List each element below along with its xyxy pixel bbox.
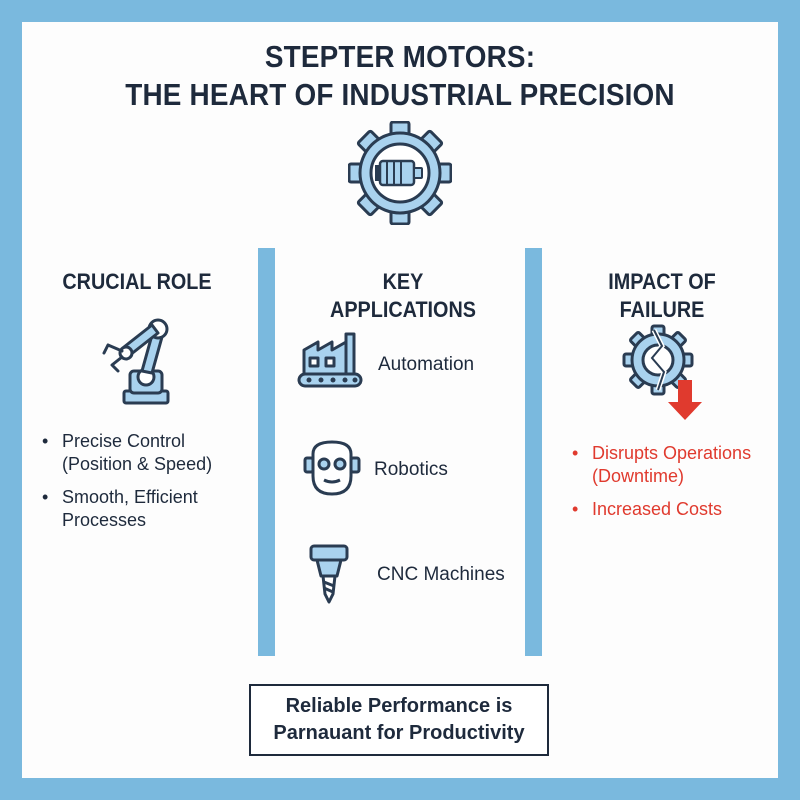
column-divider-left xyxy=(258,248,275,656)
application-label-cnc-machines: CNC Machines xyxy=(377,564,505,585)
gear-motor-icon xyxy=(348,121,452,225)
list-item: Increased Costs xyxy=(572,498,772,521)
impact-of-failure-list: Disrupts Operations (Downtime) Increased… xyxy=(572,442,772,531)
footer-callout: Reliable Performance is Parnauant for Pr… xyxy=(249,684,549,756)
column-divider-right xyxy=(525,248,542,656)
crucial-role-list: Precise Control (Position & Speed) Smoot… xyxy=(42,430,242,542)
footer-line-2: Parnauant for Productivity xyxy=(273,722,525,744)
broken-gear-down-arrow-icon xyxy=(622,324,702,420)
list-item: Smooth, Efficient Processes xyxy=(42,486,242,532)
crucial-role-heading: CRUCIAL ROLE xyxy=(62,269,212,294)
footer-line-1: Reliable Performance is xyxy=(285,695,513,717)
list-item: Precise Control (Position & Speed) xyxy=(42,430,242,476)
title-line-2: THE HEART OF INDUSTRIAL PRECISION xyxy=(125,77,675,112)
infographic-panel: STEPTER MOTORS: THE HEART OF INDUSTRIAL … xyxy=(22,22,778,778)
robot-head-icon xyxy=(303,440,361,496)
application-label-automation: Automation xyxy=(378,354,475,375)
impact-of-failure-heading: IMPACT OF FAILURE xyxy=(608,269,716,322)
application-label-robotics: Robotics xyxy=(374,459,448,480)
title-line-1: STEPTER MOTORS: xyxy=(264,39,536,74)
factory-conveyor-icon xyxy=(297,332,363,388)
cnc-spindle-icon xyxy=(309,544,349,604)
list-item: Disrupts Operations (Downtime) xyxy=(572,442,772,488)
key-applications-heading: KEY APPLICATIONS xyxy=(330,269,476,322)
robot-arm-icon xyxy=(102,318,170,405)
